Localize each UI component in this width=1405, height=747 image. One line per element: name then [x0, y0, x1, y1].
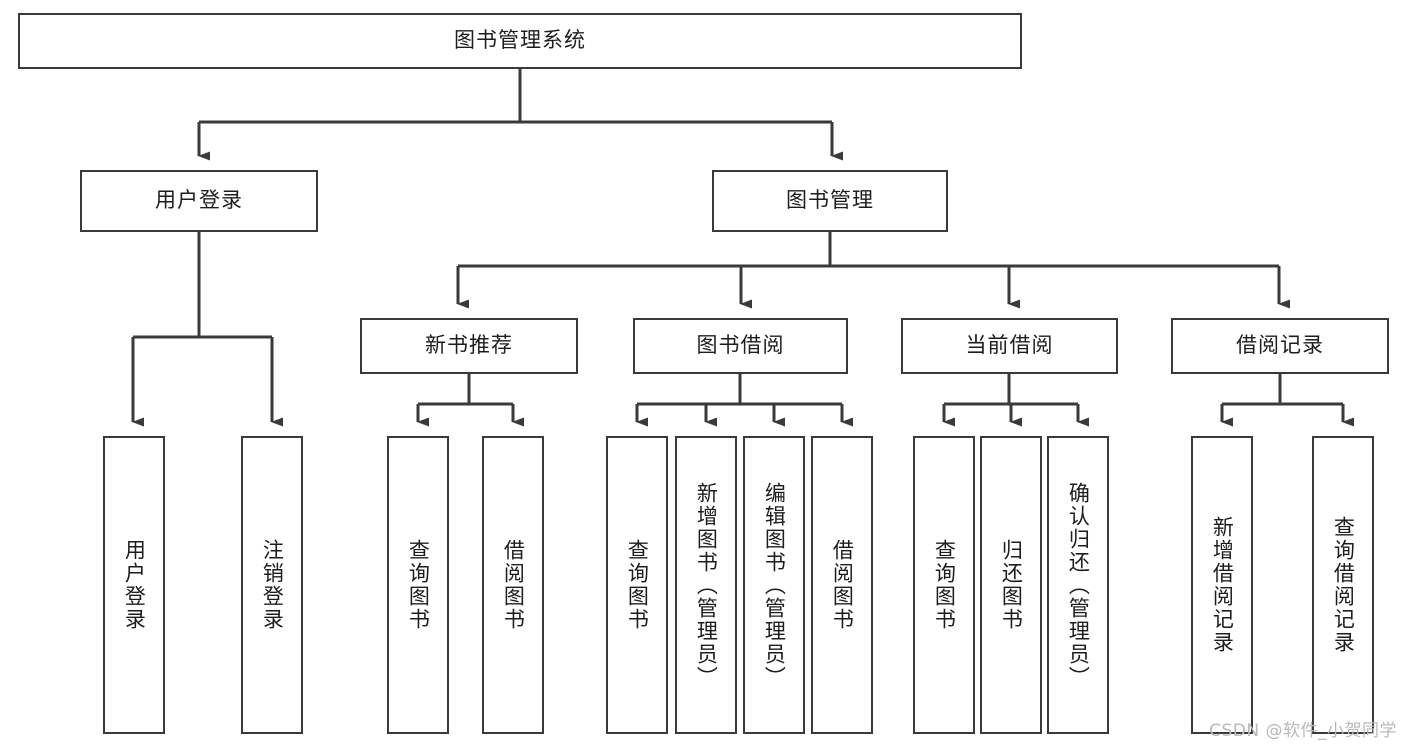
leaf-borrow-query-book[interactable]: 查询图书 — [606, 436, 668, 734]
leaf-query-borrow-record-label: 查询借阅记录 — [1331, 516, 1356, 654]
node-user-login[interactable]: 用户登录 — [80, 170, 318, 232]
leaf-add-borrow-record[interactable]: 新增借阅记录 — [1191, 436, 1253, 734]
leaf-newbook-borrow-book[interactable]: 借阅图书 — [482, 436, 544, 734]
leaf-newbook-query-book-label: 查询图书 — [406, 539, 431, 631]
leaf-borrow-book-label: 借阅图书 — [830, 539, 855, 631]
node-root[interactable]: 图书管理系统 — [18, 13, 1022, 69]
leaf-user-login[interactable]: 用户登录 — [103, 436, 165, 734]
node-user-login-label: 用户登录 — [155, 188, 243, 213]
node-book-borrow-label: 图书借阅 — [696, 333, 785, 358]
leaf-add-book-admin[interactable]: 新增图书（管理员） — [675, 436, 737, 734]
leaf-add-borrow-record-label: 新增借阅记录 — [1210, 516, 1235, 654]
leaf-current-query-book[interactable]: 查询图书 — [913, 436, 975, 734]
node-book-borrow[interactable]: 图书借阅 — [633, 318, 848, 374]
leaf-newbook-query-book[interactable]: 查询图书 — [387, 436, 449, 734]
leaf-current-query-book-label: 查询图书 — [932, 539, 957, 631]
leaf-add-book-admin-label: 新增图书（管理员） — [694, 481, 719, 689]
leaf-confirm-return-admin[interactable]: 确认归还（管理员） — [1047, 436, 1109, 734]
node-book-management[interactable]: 图书管理 — [712, 170, 948, 232]
leaf-confirm-return-admin-label: 确认归还（管理员） — [1066, 481, 1091, 689]
leaf-user-login-label: 用户登录 — [122, 539, 147, 631]
leaf-return-book-label: 归还图书 — [999, 539, 1024, 631]
node-current-borrow-label: 当前借阅 — [965, 333, 1054, 358]
leaf-newbook-borrow-book-label: 借阅图书 — [501, 539, 526, 631]
node-root-label: 图书管理系统 — [454, 28, 586, 53]
node-current-borrow[interactable]: 当前借阅 — [901, 318, 1118, 374]
leaf-user-logout-label: 注销登录 — [260, 539, 285, 631]
node-book-management-label: 图书管理 — [786, 188, 874, 213]
node-borrow-record-label: 借阅记录 — [1236, 333, 1324, 358]
leaf-edit-book-admin-label: 编辑图书（管理员） — [762, 481, 787, 689]
node-new-book-recommend[interactable]: 新书推荐 — [360, 318, 578, 374]
leaf-return-book[interactable]: 归还图书 — [980, 436, 1042, 734]
leaf-user-logout[interactable]: 注销登录 — [241, 436, 303, 734]
node-new-book-recommend-label: 新书推荐 — [425, 333, 513, 358]
csdn-watermark: CSDN @软件_小贺同学 — [1209, 721, 1397, 741]
node-borrow-record[interactable]: 借阅记录 — [1171, 318, 1389, 374]
leaf-edit-book-admin[interactable]: 编辑图书（管理员） — [743, 436, 805, 734]
leaf-borrow-book[interactable]: 借阅图书 — [811, 436, 873, 734]
leaf-query-borrow-record[interactable]: 查询借阅记录 — [1312, 436, 1374, 734]
leaf-borrow-query-book-label: 查询图书 — [625, 539, 650, 631]
